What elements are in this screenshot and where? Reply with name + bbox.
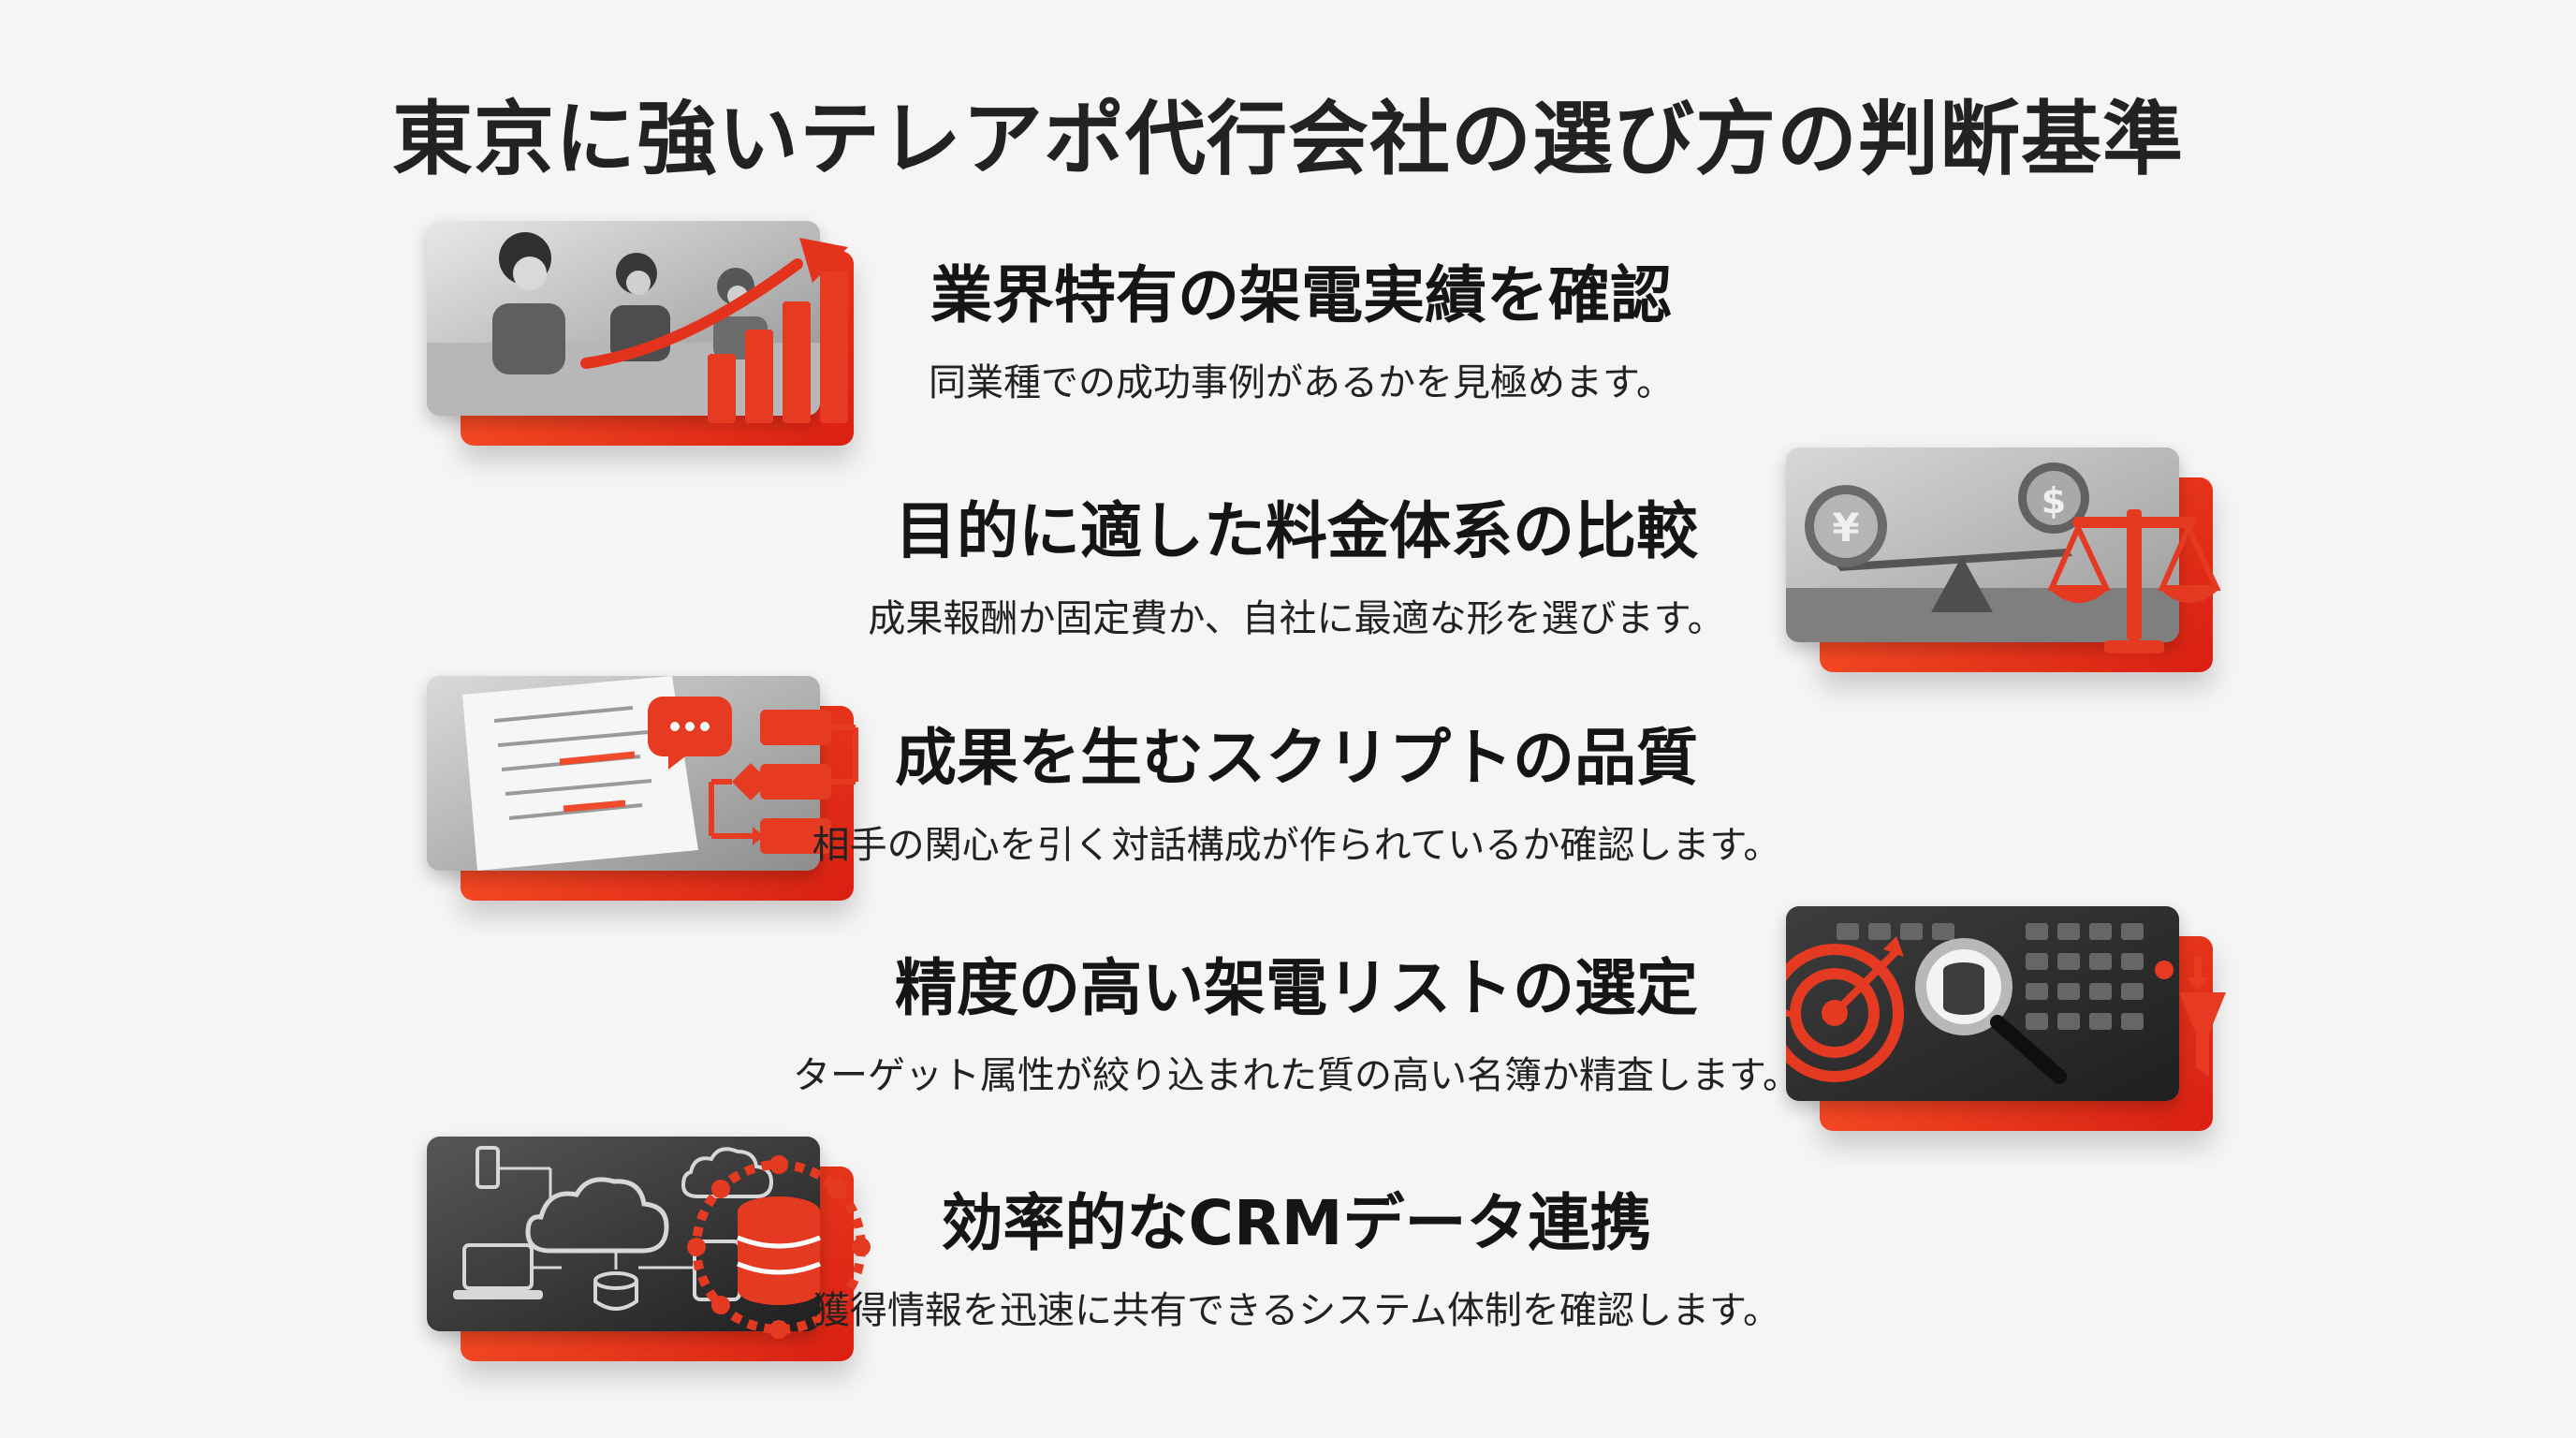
coin-balance-icon <box>1786 448 2179 642</box>
cloud-network-photo <box>427 1137 820 1331</box>
item-3-description: 相手の関心を引く対話構成が作られているか確認します。 <box>812 824 1781 867</box>
item-4-text: 精度の高い架電リストの選定 ターゲット属性が絞り込まれた質の高い名簿か精査します… <box>768 938 1825 1099</box>
item-1-illustration <box>427 221 854 446</box>
item-4-title: 精度の高い架電リストの選定 <box>895 952 1698 1024</box>
office-call-photo <box>427 221 820 416</box>
document-page-icon <box>427 676 820 871</box>
item-5-description: 獲得情報を迅速に共有できるシステム体制を確認します。 <box>812 1289 1780 1332</box>
item-2-text: 目的に適した料金体系の比較 成果報酬か固定費か、自社に最適な形を選びます。 <box>805 481 1788 642</box>
item-5-text: 効率的なCRMデータ連携 獲得情報を迅速に共有できるシステム体制を確認します。 <box>805 1173 1788 1334</box>
item-1-description: 同業種での成功事例があるかを見極めます。 <box>929 361 1674 404</box>
item-1-text: 業界特有の架電実績を確認 同業種での成功事例があるかを見極めます。 <box>842 245 1760 406</box>
item-2-title: 目的に適した料金体系の比較 <box>895 495 1698 567</box>
item-4-description: ターゲット属性が絞り込まれた質の高い名簿か精査します。 <box>793 1054 1800 1097</box>
office-call-icon <box>427 221 820 416</box>
cloud-devices-icon <box>427 1137 820 1331</box>
item-2-description: 成果報酬か固定費か、自社に最適な形を選びます。 <box>868 597 1725 640</box>
script-document-photo <box>427 676 820 871</box>
item-4-illustration <box>1786 906 2226 1131</box>
item-3-illustration <box>427 676 858 901</box>
contact-list-photo <box>1786 906 2179 1101</box>
item-3-text: 成果を生むスクリプトの品質 相手の関心を引く対話構成が作られているか確認します。 <box>805 708 1788 869</box>
profile-grid-icon <box>1786 906 2179 1101</box>
item-1-title: 業界特有の架電実績を確認 <box>930 259 1672 331</box>
item-3-title: 成果を生むスクリプトの品質 <box>895 722 1698 794</box>
item-5-title: 効率的なCRMデータ連携 <box>941 1187 1652 1259</box>
scale-photo <box>1786 448 2179 642</box>
page-title: 東京に強いテレアポ代行会社の選び方の判断基準 <box>392 93 2184 186</box>
item-2-illustration: ¥ $ <box>1786 448 2221 672</box>
item-5-illustration <box>427 1137 871 1361</box>
